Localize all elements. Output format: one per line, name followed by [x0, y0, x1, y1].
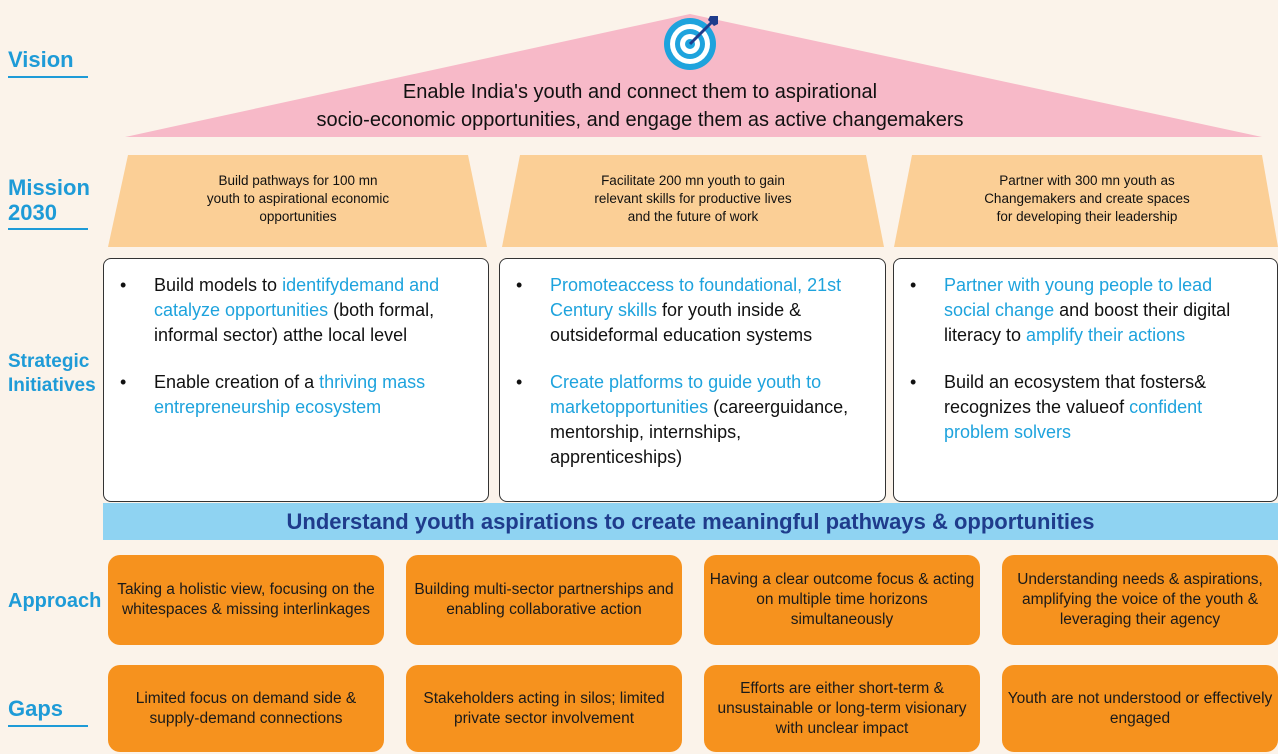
mission-2-line-3: and the future of work: [627, 209, 759, 224]
approach-box-3: Having a clear outcome focus & acting on…: [704, 555, 980, 645]
vision-line-1: Enable India's youth and connect them to…: [402, 81, 878, 103]
initiative-1-1: Build models to identifydemand and catal…: [120, 273, 474, 348]
mission-text-1: Build pathways for 100 mn youth to aspir…: [128, 172, 468, 226]
vision-roof: [125, 14, 1262, 137]
initiative-card-2: Promoteaccess to foundational, 21st Cent…: [499, 258, 886, 502]
label-gaps: Gaps: [8, 696, 88, 727]
mission-text-2: Facilitate 200 mn youth to gain relevant…: [520, 172, 866, 226]
mission-trapezoids: [108, 155, 1278, 247]
text: (both formal, informal sector) atthe loc…: [154, 300, 435, 345]
mission-2-line-2: relevant skills for productive lives: [594, 191, 792, 206]
gap-box-4: Youth are not understood or effectively …: [1002, 665, 1278, 752]
vision-roof-shape: [125, 14, 1262, 137]
mission-1-line-3: opportunities: [259, 209, 337, 224]
vision-line-2: socio-economic opportunities, and engage…: [316, 109, 964, 131]
text: Build an ecosystem that fosters& recogni…: [944, 372, 1207, 417]
initiative-3-1: Partner with young people to lead social…: [910, 273, 1263, 348]
highlight: thriving mass entrepreneurship ecosystem: [154, 372, 426, 417]
highlight: confident problem solvers: [944, 397, 1203, 442]
mission-2-line-1: Facilitate 200 mn youth to gain: [601, 173, 785, 188]
label-strategic: Strategic Initiatives: [8, 350, 96, 398]
initiative-1-2: Enable creation of a thriving mass entre…: [120, 370, 474, 420]
mission-1-line-2: youth to aspirational economic: [206, 191, 390, 206]
approach-box-4: Understanding needs & aspirations, ampli…: [1002, 555, 1278, 645]
initiative-card-1: Build models to identifydemand and catal…: [103, 258, 489, 502]
gap-box-3: Efforts are either short-term & unsustai…: [704, 665, 980, 752]
highlight: Create platforms to guide youth to marke…: [550, 372, 822, 417]
highlight: Promoteaccess to foundational, 21st Cent…: [550, 275, 842, 320]
mission-trap-2: [502, 155, 884, 247]
initiative-2-1: Promoteaccess to foundational, 21st Cent…: [516, 273, 871, 348]
highlight: identifydemand and catalyze opportunitie…: [154, 275, 440, 320]
initiative-2-2: Create platforms to guide youth to marke…: [516, 370, 871, 470]
divider: [8, 725, 88, 727]
mission-1-line-1: Build pathways for 100 mn: [218, 173, 378, 188]
divider: [8, 228, 88, 230]
text: (careerguidance, mentorship, internships…: [550, 397, 849, 467]
highlight: Partner with young people to lead social…: [944, 275, 1213, 320]
label-approach-text: Approach: [8, 590, 102, 612]
text: for youth inside & outsideformal educati…: [550, 300, 813, 345]
text: Build models to: [154, 275, 283, 295]
label-vision: Vision: [8, 47, 88, 78]
label-mission-line1: Mission: [8, 175, 90, 200]
approach-box-2: Building multi-sector partnerships and e…: [406, 555, 682, 645]
label-vision-text: Vision: [8, 47, 74, 72]
mission-trap-1: [108, 155, 487, 247]
mission-3-line-2: Changemakers and create spaces: [984, 191, 1190, 206]
initiative-card-3: Partner with young people to lead social…: [893, 258, 1278, 502]
gap-box-1: Limited focus on demand side & supply-de…: [108, 665, 384, 752]
divider: [8, 76, 88, 78]
mission-3-line-3: for developing their leadership: [996, 209, 1178, 224]
mission-text-3: Partner with 300 mn youth as Changemaker…: [912, 172, 1262, 226]
mission-trap-3: [894, 155, 1278, 247]
label-mission: Mission 2030: [8, 175, 90, 230]
text: Enable creation of a: [154, 372, 320, 392]
label-strategic-line1: Strategic: [8, 351, 90, 372]
approach-box-1: Taking a holistic view, focusing on the …: [108, 555, 384, 645]
text: and boost their digital literacy to: [944, 300, 1231, 345]
label-strategic-line2: Initiatives: [8, 375, 96, 396]
target-icon: [664, 16, 718, 70]
mission-3-line-1: Partner with 300 mn youth as: [999, 173, 1175, 188]
aspirations-banner: Understand youth aspirations to create m…: [103, 503, 1278, 540]
label-approach: Approach: [8, 590, 101, 613]
label-mission-line2: 2030: [8, 200, 57, 225]
initiative-3-2: Build an ecosystem that fosters& recogni…: [910, 370, 1263, 445]
label-gaps-text: Gaps: [8, 696, 64, 721]
gap-box-2: Stakeholders acting in silos; limited pr…: [406, 665, 682, 752]
highlight: amplify their actions: [1026, 325, 1186, 345]
